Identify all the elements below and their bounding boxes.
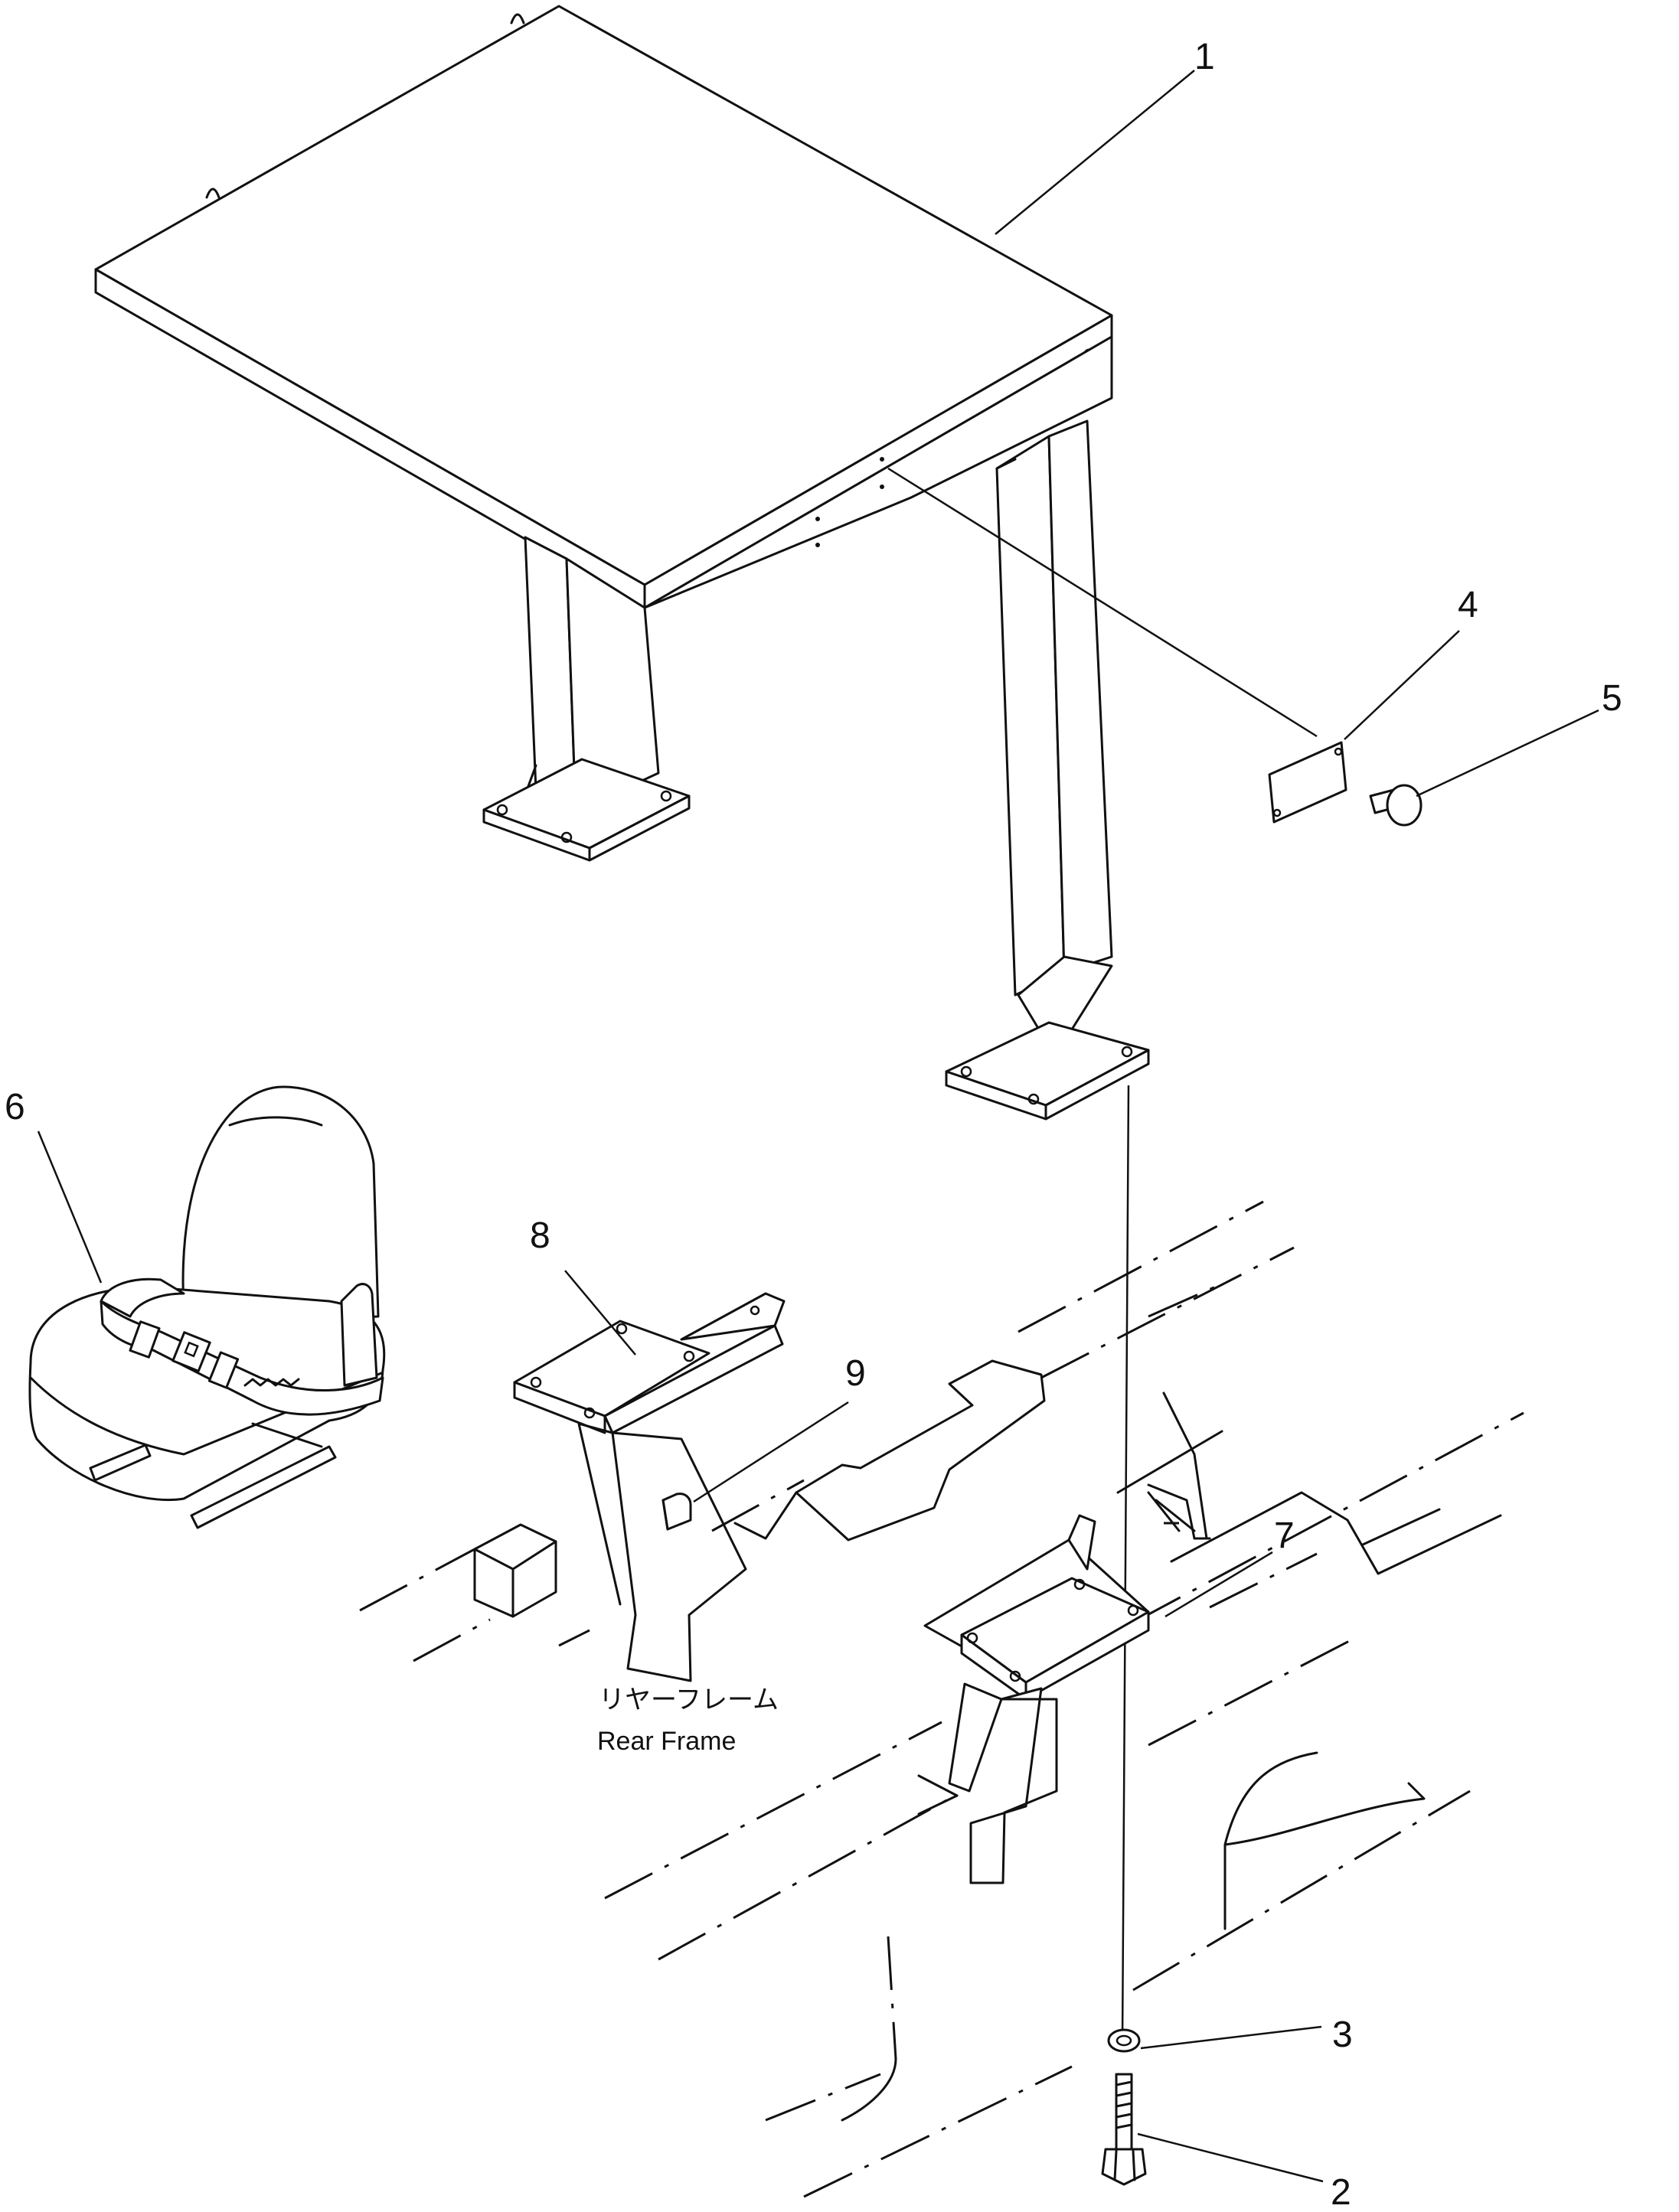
name-plate (1268, 741, 1347, 824)
callout-7: 7 (1274, 1515, 1295, 1556)
callout-2: 2 (1331, 2172, 1351, 2212)
rear-frame-label: リヤーフレーム Rear Frame (597, 1685, 779, 1756)
callout-3: 3 (1332, 2015, 1353, 2055)
bolt (1101, 2073, 1147, 2186)
rivet (1369, 784, 1423, 827)
seat-bracket-right (917, 1514, 1150, 1884)
leader-lines (37, 70, 1599, 2183)
rear-frame-outline (359, 1200, 1524, 2198)
callout-8: 8 (530, 1215, 550, 1256)
callout-1: 1 (1194, 37, 1215, 77)
clip (661, 1493, 692, 1531)
callout-9: 9 (845, 1353, 866, 1394)
assembly-line-plate (887, 467, 1318, 738)
washer (1107, 2028, 1141, 2053)
rear-frame-label-english: Rear Frame (597, 1727, 736, 1756)
callout-5: 5 (1602, 678, 1622, 719)
callout-4: 4 (1458, 585, 1478, 625)
callout-6: 6 (5, 1087, 25, 1127)
operator-seat (28, 1085, 386, 1529)
seat-bracket-left (513, 1292, 786, 1682)
rear-frame-label-japanese: リヤーフレーム (599, 1685, 779, 1714)
canopy-assembly (94, 5, 1150, 1121)
callout-labels: 1 2 3 4 5 6 7 8 9 (5, 37, 1622, 2212)
assembly-line-bolt (1121, 1085, 1130, 2043)
